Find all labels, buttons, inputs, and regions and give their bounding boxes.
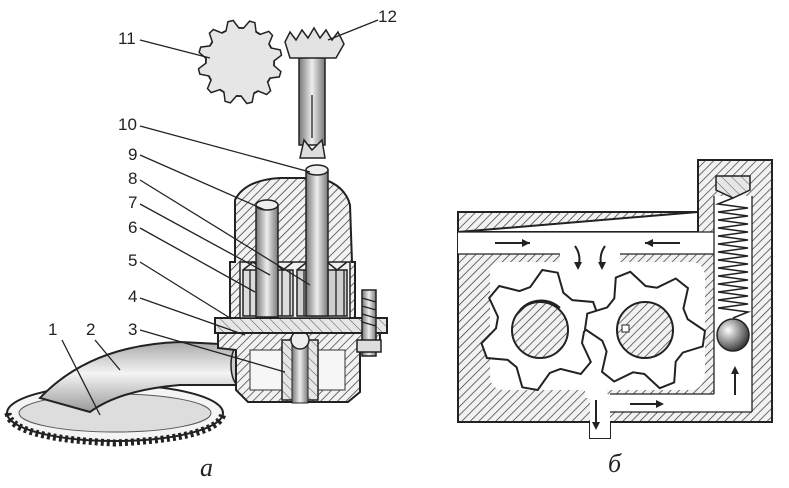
diagram-a-pump-assembly: 1 2 3 4 5 6 7 8 9 10 11 12 а	[4, 7, 397, 482]
label-9: 9	[128, 145, 137, 164]
label-5: 5	[128, 251, 137, 270]
relief-valve-ball	[716, 318, 750, 352]
label-7: 7	[128, 193, 137, 212]
part-numbers: 1 2 3 4 5 6 7 8 9 10 11 12	[48, 7, 397, 339]
drive-shaft	[305, 169, 329, 317]
label-3: 3	[128, 320, 137, 339]
diagram-b-pump-schematic: б	[457, 159, 773, 478]
label-8: 8	[128, 169, 137, 188]
camshaft-drive-gear	[197, 19, 283, 105]
caption-a: а	[200, 453, 213, 482]
label-4: 4	[128, 287, 137, 306]
label-11: 11	[118, 29, 136, 48]
label-6: 6	[128, 218, 137, 237]
driven-shaft	[255, 204, 279, 318]
label-1: 1	[48, 320, 57, 339]
label-10: 10	[118, 115, 137, 134]
gear-right	[583, 270, 707, 390]
gear-left	[480, 268, 600, 392]
label-12: 12	[378, 7, 397, 26]
caption-b: б	[608, 449, 622, 478]
leader-lines	[61, 19, 379, 416]
label-2: 2	[86, 320, 95, 339]
spring-coil	[714, 197, 752, 319]
flow-arrows	[495, 239, 739, 430]
pump-cover	[217, 330, 381, 404]
gear-teeth	[197, 19, 283, 105]
gear-plate	[214, 317, 388, 334]
fastening-bolt	[356, 289, 382, 357]
relief-valve-spring	[714, 175, 752, 319]
drive-gear-shaft	[284, 26, 345, 159]
